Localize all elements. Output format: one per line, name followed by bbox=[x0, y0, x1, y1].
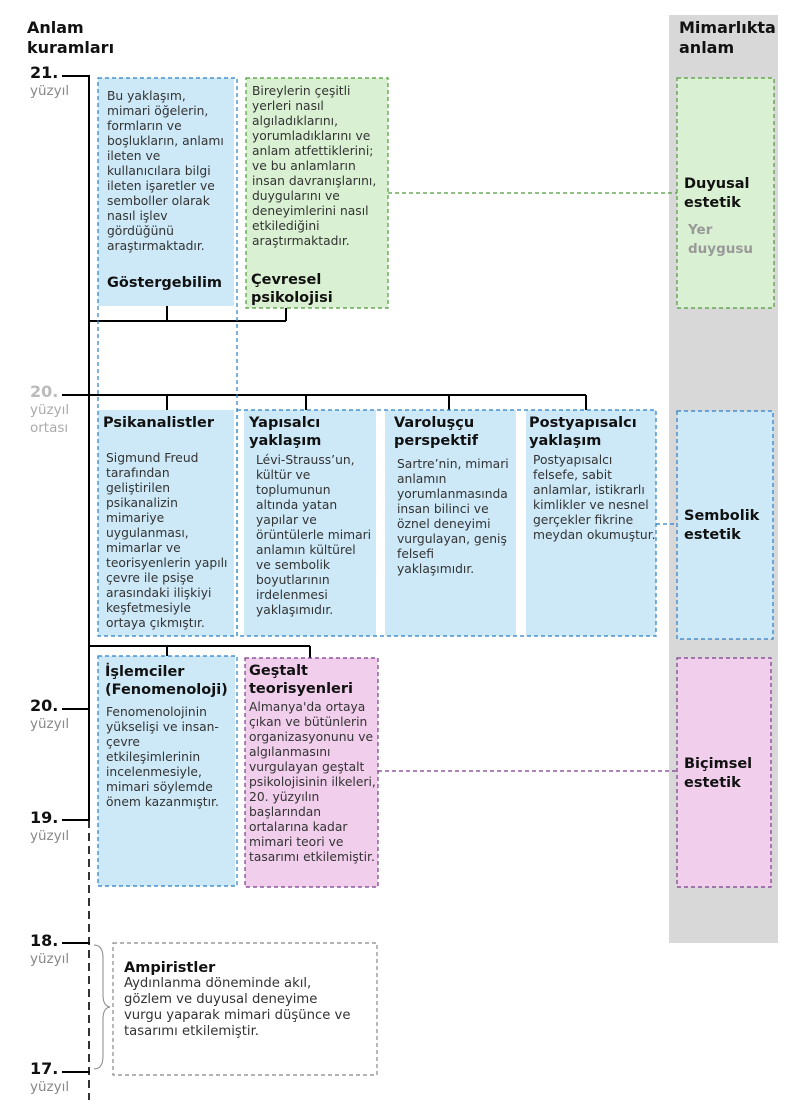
century-label: yüzyıl bbox=[30, 716, 70, 732]
varolusu-box bbox=[385, 410, 516, 636]
gestalt-text: Almanya'da ortaya çıkan ve bütünlerin or… bbox=[249, 700, 376, 864]
postyapisalci-box bbox=[526, 410, 656, 636]
cevresel-text: Bireylerin çeşitli yerleri nasıl algılad… bbox=[252, 84, 377, 248]
ampiristler-text: Aydınlanma döneminde akıl, gözlem ve duy… bbox=[124, 976, 351, 1039]
cevresel-title: Çevresel psikolojisi bbox=[251, 272, 333, 306]
sembolik-title: Sembolik estetik bbox=[684, 508, 760, 543]
century-number: 18. bbox=[30, 931, 59, 950]
century-number: 19. bbox=[30, 808, 59, 827]
varolusu-title: Varoluşçu perspektif bbox=[394, 415, 479, 449]
timeline-17: 17. yüzyıl bbox=[30, 1060, 69, 1096]
gostergebilim-box bbox=[98, 78, 234, 306]
yapisalci-text: Lévi-Strauss’un, kültür ve toplumunun al… bbox=[256, 453, 372, 617]
century-label: yüzyıl bbox=[30, 828, 70, 844]
bicimsel-box bbox=[677, 658, 771, 887]
century-number: 21. bbox=[30, 63, 59, 82]
ampiristler-title: Ampiristler bbox=[124, 960, 216, 976]
postyapisalci-title: Postyapısalcı yaklaşım bbox=[529, 415, 637, 449]
timeline-19: 19. yüzyıl bbox=[30, 809, 69, 845]
yapisalci-box bbox=[244, 410, 376, 636]
postyapisalci-text: Postyapısalcı felsefe, sabit anlamlar, i… bbox=[533, 453, 656, 542]
psikanalistler-box bbox=[98, 410, 234, 636]
islemciler-box bbox=[98, 656, 235, 886]
psikanalistler-title: Psikanalistler bbox=[103, 415, 214, 431]
timeline-20: 20. yüzyıl bbox=[30, 697, 69, 733]
islemciler-title: İşlemciler (Fenomenoloji) bbox=[105, 664, 228, 698]
gestalt-title: Geştalt teorisyenleri bbox=[249, 663, 354, 697]
century-label: yüzyıl bbox=[30, 83, 70, 99]
yapisalci-title: Yapısalcı yaklaşım bbox=[249, 415, 322, 449]
century-number: 17. bbox=[30, 1059, 59, 1078]
sembolik-box bbox=[677, 411, 773, 639]
timeline-20-mid: 20. yüzyıl ortası bbox=[30, 383, 69, 437]
century-label: yüzyıl bbox=[30, 951, 70, 967]
timeline-18: 18. yüzyıl bbox=[30, 932, 69, 968]
gostergebilim-title: Göstergebilim bbox=[107, 275, 223, 291]
islemciler-text: Fenomenolojinin yükselişi ve insan-çevre… bbox=[106, 705, 219, 809]
varolusu-text: Sartre’nin, mimari anlamın yorumlanmasın… bbox=[397, 457, 509, 576]
psikanalistler-text: Sigmund Freud tarafından geliştirilen ps… bbox=[106, 451, 228, 630]
century-number: 20. bbox=[30, 696, 59, 715]
gostergebilim-text: Bu yaklaşım, mimari öğelerin, formların … bbox=[107, 89, 224, 253]
meaning-header: Mimarlıkta anlam bbox=[679, 18, 776, 57]
gestalt-box bbox=[245, 658, 378, 887]
century-label: yüzyıl ortası bbox=[30, 402, 70, 436]
duyusal-title: Duyusal estetik bbox=[684, 176, 750, 211]
bicimsel-title: Biçimsel estetik bbox=[684, 756, 753, 791]
duyusal-box bbox=[677, 78, 774, 308]
timeline-21: 21. yüzyıl bbox=[30, 64, 69, 100]
theories-header: Anlam kuramları bbox=[27, 18, 115, 57]
century-label: yüzyıl bbox=[30, 1079, 70, 1095]
yer-duygusu-label: Yer duygusu bbox=[688, 222, 753, 257]
cevresel-box bbox=[246, 78, 388, 308]
century-number: 20. bbox=[30, 382, 59, 401]
